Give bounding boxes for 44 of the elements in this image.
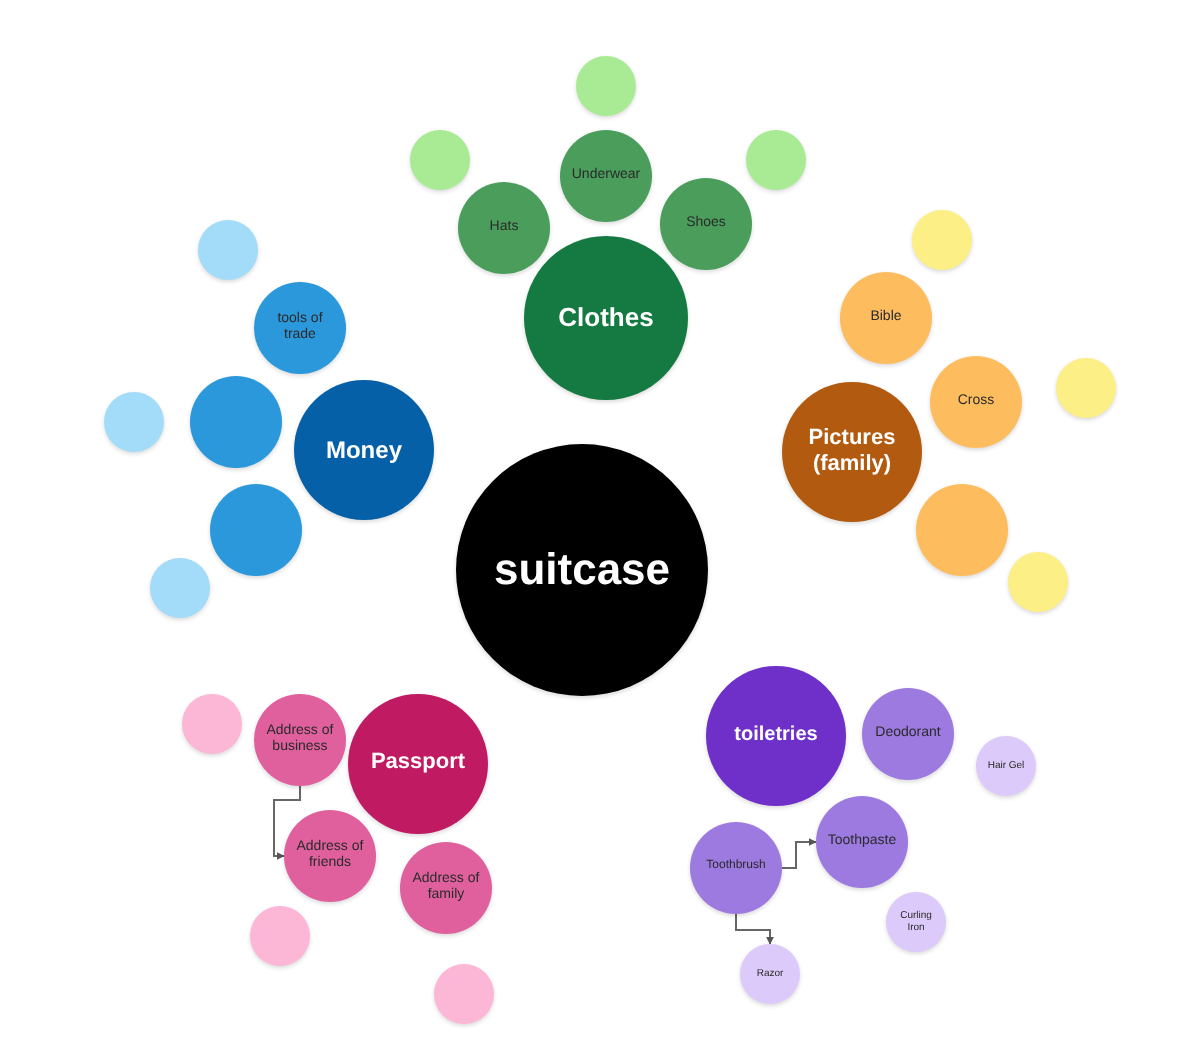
empty-bubble — [434, 964, 494, 1024]
connector-arrow — [735, 913, 774, 945]
empty-bubble — [182, 694, 242, 754]
empty-bubble — [576, 56, 636, 116]
empty-bubble — [190, 376, 282, 468]
empty-bubble — [916, 484, 1008, 576]
empty-bubble — [912, 210, 972, 270]
bubble-label: toiletries — [734, 724, 818, 748]
topic-bubble — [976, 736, 1036, 796]
connector-arrow — [781, 838, 817, 869]
topic-bubble — [458, 182, 550, 274]
topic-bubble — [660, 178, 752, 270]
topic-bubble — [740, 944, 800, 1004]
topic-bubble — [294, 380, 434, 520]
empty-bubble — [210, 484, 302, 576]
topic-bubble — [930, 356, 1022, 448]
empty-bubble — [150, 558, 210, 618]
empty-bubble — [250, 906, 310, 966]
bubble-label: Passport — [370, 750, 466, 778]
topic-bubble — [348, 694, 488, 834]
topic-bubble — [400, 842, 492, 934]
empty-bubble — [198, 220, 258, 280]
topic-bubble — [886, 892, 946, 952]
topic-bubble — [254, 282, 346, 374]
topic-bubble — [560, 130, 652, 222]
empty-bubble — [1008, 552, 1068, 612]
bubble-label: Clothes — [558, 302, 654, 334]
connector-arrow — [273, 785, 301, 860]
empty-bubble — [746, 130, 806, 190]
topic-bubble — [706, 666, 846, 806]
bubble-label: suitcase — [493, 543, 671, 597]
topic-bubble — [840, 272, 932, 364]
topic-bubble — [690, 822, 782, 914]
empty-bubble — [1056, 358, 1116, 418]
topic-bubble — [284, 810, 376, 902]
empty-bubble — [410, 130, 470, 190]
topic-bubble — [816, 796, 908, 888]
bubble-label: Pictures (family) — [806, 425, 898, 479]
empty-bubble — [104, 392, 164, 452]
topic-bubble — [862, 688, 954, 780]
topic-bubble — [524, 236, 688, 400]
bubble-label: Money — [325, 435, 402, 465]
topic-bubble — [254, 694, 346, 786]
topic-bubble — [782, 382, 922, 522]
